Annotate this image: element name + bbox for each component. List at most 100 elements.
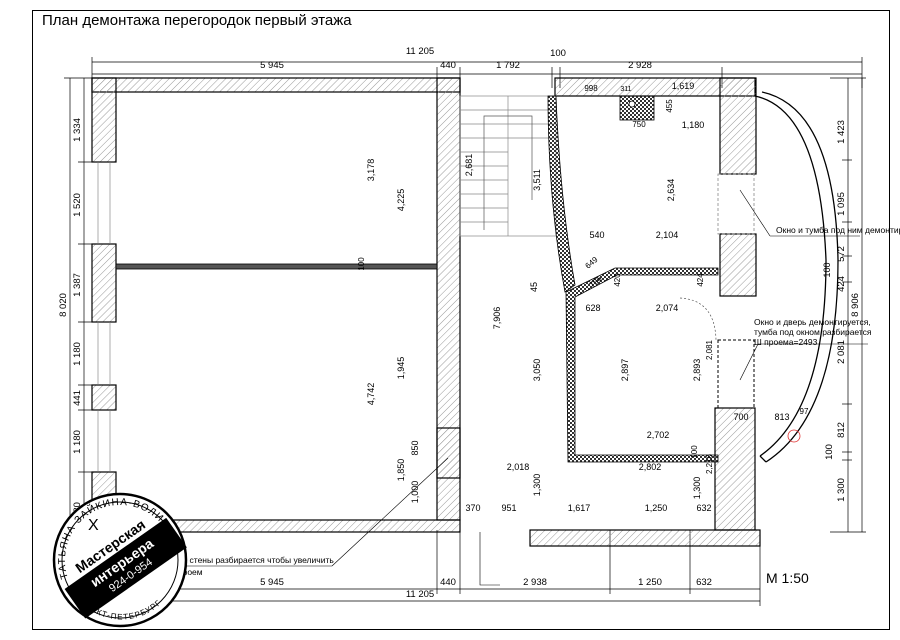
dim-room2-width: 1,945: [396, 357, 406, 380]
dim-b-1250: 1,250: [645, 503, 668, 513]
dim-room1-height: 4,225: [396, 189, 406, 212]
leader-lines: [180, 189, 868, 586]
dim-top-1: 5 945: [260, 60, 284, 71]
notes: Окно и тумба под ним демонтируется Окно …: [178, 225, 900, 577]
right-dimension-labels: 8 906 1 423 1 095 572 424 2 081 812 100 …: [824, 120, 861, 502]
dim-top-2: 440: [440, 60, 456, 71]
dim-kitchen-998: 998: [584, 84, 598, 93]
dim-bay-700: 700: [733, 412, 748, 422]
dim-corridor-45: 45: [529, 282, 539, 292]
note-wall-2: проем: [178, 567, 203, 577]
dim-room3-2802: 2,802: [639, 462, 662, 472]
drawing-frame: [32, 10, 890, 630]
dim-room1-width: 3,178: [366, 159, 376, 182]
dim-bottom-4: 1 250: [638, 577, 662, 588]
dim-corridor-length: 7,906: [492, 307, 502, 330]
dim-column-850: 850: [410, 440, 420, 455]
bay-window: [754, 91, 839, 463]
dim-bottom-2: 440: [440, 577, 456, 588]
dim-right-5: 2 081: [836, 340, 847, 364]
dim-bay-100: 100: [822, 262, 832, 277]
door-swing: [679, 297, 717, 341]
dim-kitchen-540: 540: [589, 230, 604, 240]
note-window-door-1: Окно и дверь демонтируется,: [754, 317, 871, 327]
note-window-door-2: тумба под окном разбирается: [754, 327, 872, 337]
dim-b-1617: 1,617: [568, 503, 591, 513]
dim-left-2: 1 520: [72, 193, 83, 217]
staircase: [459, 95, 557, 237]
dim-left-4: 1 180: [72, 342, 83, 366]
dimension-labels: 11 205 5 945 440 1 792 100 2 928 5 945 4…: [260, 46, 712, 600]
left-dimension-labels: 8 020 1 334 1 520 1 387 1 180 441 1 180 …: [58, 118, 83, 518]
note-wall-1: ча стены разбирается чтобы увеличить: [178, 555, 334, 565]
dim-column-1000: 1,000: [410, 481, 420, 504]
dim-kitchen-311: 311: [620, 86, 631, 93]
dim-top-overall: 11 205: [406, 46, 434, 57]
stamp-band: [64, 517, 187, 619]
dim-column-1850: 1,850: [396, 459, 406, 482]
dim-k-424: 424: [696, 273, 705, 287]
dim-kitchen-750: 750: [632, 120, 646, 129]
dim-top-5: 2 928: [628, 60, 652, 71]
dim-hall-1300: 1,300: [532, 474, 542, 497]
dim-k-649: 649: [584, 255, 600, 271]
dim-left-1: 1 334: [72, 118, 83, 142]
note-marker-circle: [787, 429, 801, 443]
exterior-walls: [91, 77, 761, 547]
room-dimension-labels: 3,178 4,225 100 1,945 4,742 2,681 3,511 …: [357, 81, 832, 513]
dim-kitchen-455: 455: [665, 99, 674, 113]
dim-bottom-overall: 11 205: [406, 589, 434, 600]
studio-stamp: ТАТЬЯНА ЗАЙКИНА-ВОЛИВАЧ САНКТ-ПЕТЕРБУРГ …: [52, 492, 188, 628]
dim-left-3: 1 387: [72, 273, 83, 297]
dim-bottom-1: 5 945: [260, 577, 284, 588]
right-dimension-lines: [830, 77, 866, 533]
dim-right-3: 572: [836, 246, 847, 262]
dim-top-4: 100: [550, 48, 566, 59]
dim-hall-2018: 2,018: [507, 462, 530, 472]
dim-right-8: 1 300: [836, 478, 847, 502]
dim-k-628: 628: [585, 303, 600, 313]
dim-b-632: 632: [696, 503, 711, 513]
dim-kitchen-2104: 2,104: [656, 230, 679, 240]
dim-b-370: 370: [465, 503, 480, 513]
dim-left-overall: 8 020: [58, 293, 69, 317]
dim-stair-a: 2,681: [464, 154, 474, 177]
demolished-partitions: [547, 95, 755, 463]
dim-hall-1300b: 1,300: [692, 477, 702, 500]
dim-left-5: 441: [72, 390, 83, 406]
dim-partition: 100: [357, 257, 366, 271]
dim-right-7: 100: [824, 444, 835, 460]
dim-bottom-3: 2 938: [523, 577, 547, 588]
dim-right-1: 1 423: [836, 120, 847, 144]
dim-b-951: 951: [501, 503, 516, 513]
dim-kitchen-1619: 1,619: [672, 81, 695, 91]
note-window-door-3: Ш проема=2493: [754, 337, 818, 347]
dim-room3-2081: 2,081: [705, 339, 714, 360]
dim-kitchen-1180: 1,180: [682, 120, 705, 130]
dim-k-420: 420: [613, 273, 622, 287]
dim-right-overall: 8 906: [850, 293, 861, 317]
plan-title: План демонтажа перегородок первый этажа: [42, 12, 352, 29]
dim-room3-2897: 2,897: [620, 359, 630, 382]
dim-k-2074: 2,074: [656, 303, 679, 313]
dim-corridor-3050: 3,050: [532, 359, 542, 382]
dim-kitchen-2634: 2,634: [666, 179, 676, 202]
note-window: Окно и тумба под ним демонтируется: [776, 225, 900, 235]
bedroom-partition: [115, 263, 438, 270]
dim-bay-813: 813: [774, 412, 789, 422]
dim-top-3: 1 792: [496, 60, 520, 71]
dim-left-6: 1 180: [72, 430, 83, 454]
dim-bottom-5: 632: [696, 577, 712, 588]
dim-bay-97: 97: [800, 407, 809, 416]
top-dimension-lines: [91, 57, 863, 88]
dim-room2-height: 4,742: [366, 383, 376, 406]
dim-right-4: 424: [836, 276, 847, 292]
dim-right-6: 812: [836, 422, 847, 438]
scale-label: М 1:50: [766, 570, 809, 586]
dim-room3-100: 100: [690, 445, 699, 459]
stamp-mark: X: [88, 517, 99, 534]
dim-right-2: 1 095: [836, 192, 847, 216]
dim-room3-2702: 2,702: [647, 430, 670, 440]
